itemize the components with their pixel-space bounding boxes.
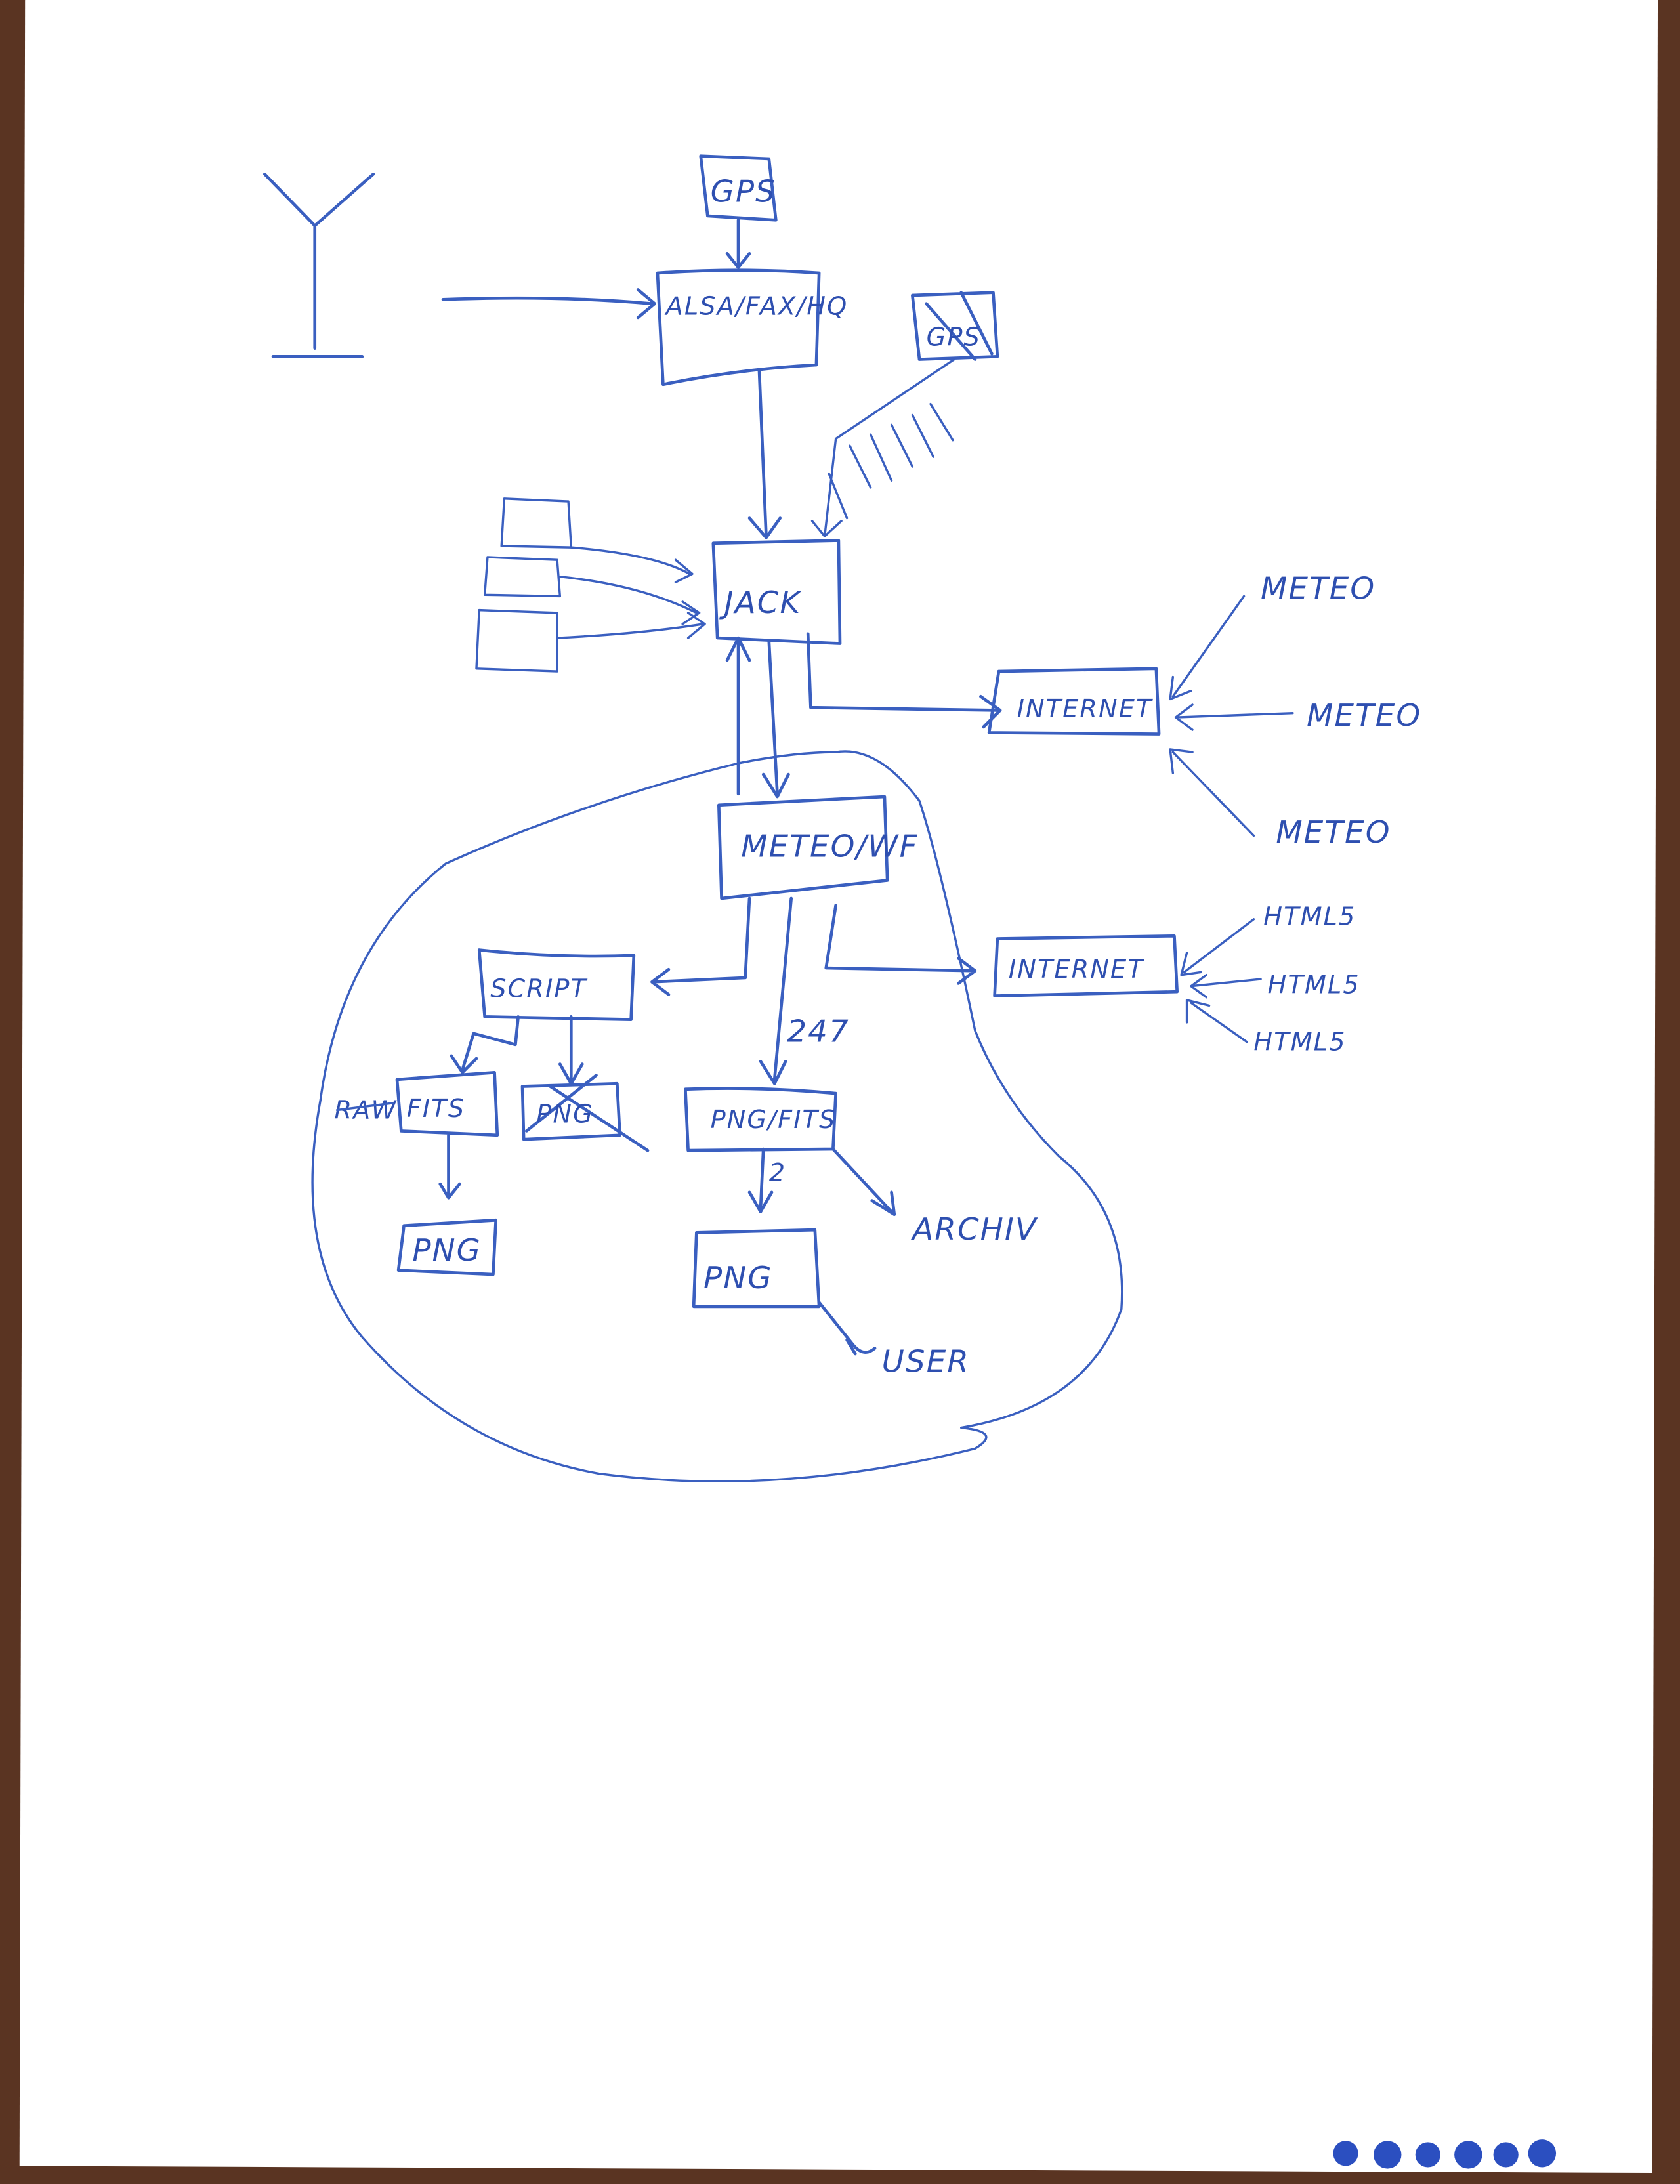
node-internet-1-label: INTERNET xyxy=(1017,695,1153,724)
label-meteo-3: METEO xyxy=(1276,815,1391,850)
arrows-html5-to-internet xyxy=(1180,918,1262,1043)
node-internet-2-label: INTERNET xyxy=(1009,956,1144,984)
node-png-left: PNG xyxy=(396,1218,498,1276)
node-png-center-label: PNG xyxy=(704,1261,773,1296)
arrow-meteo-to-jack xyxy=(725,636,751,796)
arrows-meteo-to-internet xyxy=(1169,595,1294,837)
node-jack-label: JACK xyxy=(719,585,803,621)
label-meteo-1: METEO xyxy=(1261,572,1376,607)
node-script-label: SCRIPT xyxy=(490,975,587,1004)
node-gps-top: GPS xyxy=(699,154,778,222)
arrow-meteo-to-png-fits xyxy=(759,896,793,1085)
label-archiv: ARCHIV xyxy=(910,1212,1038,1248)
node-png-crossed: PNG xyxy=(520,1074,650,1152)
arrow-meteo-to-script xyxy=(650,896,751,996)
label-247: 247 xyxy=(787,1015,849,1050)
node-jack: JACK xyxy=(711,539,842,645)
arrow-meteo-to-internet-2 xyxy=(824,904,977,985)
label-html5-3: HTML5 xyxy=(1253,1028,1346,1057)
arrow-jack-to-internet xyxy=(806,632,1002,729)
label-raw: RAW xyxy=(334,1096,397,1125)
node-meteo-wf-label: METEO/WF xyxy=(741,829,918,864)
cloud-boundary xyxy=(311,750,1124,1483)
node-png-center: PNG xyxy=(692,1228,821,1309)
paper-background xyxy=(19,0,1658,2174)
arrow-png-to-user xyxy=(817,1301,877,1356)
label-user: USER xyxy=(882,1345,970,1380)
node-meteo-wf: METEO/WF xyxy=(717,795,918,900)
antenna-icon xyxy=(262,172,375,358)
node-alsa: ALSA/FAX/HQ xyxy=(656,268,849,387)
node-internet-1: INTERNET xyxy=(987,667,1161,736)
node-png-left-label: PNG xyxy=(412,1233,482,1269)
node-internet-2: INTERNET xyxy=(993,934,1179,998)
crossed-link-gps-to-jack xyxy=(810,358,956,537)
arrow-png-fits-to-png xyxy=(747,1147,774,1213)
node-gps-crossed: GPS xyxy=(911,291,999,361)
label-raw-crossed: RAW xyxy=(334,1096,397,1125)
arrow-script-to-fits xyxy=(450,1015,520,1074)
node-png-fits-label: PNG/FITS xyxy=(711,1106,837,1135)
label-html5-1: HTML5 xyxy=(1263,902,1356,931)
arrow-gps-to-alsa xyxy=(725,219,751,269)
input-boxes xyxy=(475,497,706,673)
node-script: SCRIPT xyxy=(477,948,636,1021)
label-meteo-2: METEO xyxy=(1307,698,1421,734)
ink-dots xyxy=(1333,2139,1557,2169)
node-gps-top-label: GPS xyxy=(711,175,776,210)
arrow-jack-to-meteo xyxy=(761,639,790,799)
node-png-crossed-label: PNG xyxy=(536,1101,594,1129)
arrow-fits-to-png xyxy=(438,1133,461,1200)
label-2: 2 xyxy=(769,1159,786,1188)
node-gps-crossed-label: GPS xyxy=(927,323,981,352)
node-alsa-label: ALSA/FAX/HQ xyxy=(664,293,849,322)
node-fits-label: FITS xyxy=(407,1095,465,1124)
node-fits: FITS xyxy=(395,1070,499,1137)
arrow-alsa-to-jack xyxy=(747,368,782,539)
label-html5-2: HTML5 xyxy=(1268,971,1360,999)
arrow-png-fits-to-archiv xyxy=(831,1147,896,1217)
arrow-antenna-to-alsa xyxy=(441,288,657,320)
node-png-fits: PNG/FITS xyxy=(684,1087,837,1152)
